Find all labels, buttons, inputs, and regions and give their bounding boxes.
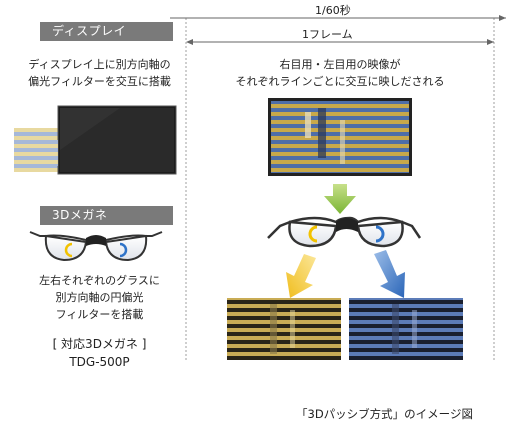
glasses-caption: 左右それぞれのグラスに 別方向軸の円偏光 フィルターを搭載 bbox=[12, 272, 187, 323]
glasses-icon-large bbox=[267, 216, 422, 248]
yellow-arrow bbox=[286, 254, 316, 298]
display-caption-line-2: 偏光フィルターを交互に搭載 bbox=[28, 75, 171, 88]
frame-label: 1フレーム bbox=[302, 28, 353, 41]
center-screen bbox=[268, 98, 412, 176]
left-eye-image bbox=[227, 298, 341, 360]
figure-caption: 「3Dパッシブ方式」のイメージ図 bbox=[296, 407, 473, 421]
glasses-icon-small bbox=[29, 231, 163, 262]
frame-description-line-1: 右目用・左目用の映像が bbox=[279, 58, 401, 71]
display-section-header: ディスプレイ bbox=[40, 22, 173, 41]
frame-description-line-2: それぞれラインごとに交互に映しだされる bbox=[235, 75, 445, 88]
display-illustration bbox=[14, 105, 177, 175]
glasses-caption-line-1: 左右それぞれのグラスに bbox=[39, 274, 160, 287]
blue-arrow bbox=[374, 250, 405, 298]
display-caption-line-1: ディスプレイ上に別方向軸の bbox=[28, 58, 171, 71]
timing-brackets bbox=[170, 15, 506, 360]
frame-description: 右目用・左目用の映像が それぞれラインごとに交互に映しだされる bbox=[230, 56, 450, 90]
glasses-caption-line-2: 別方向軸の円偏光 bbox=[55, 291, 144, 304]
period-label: 1/60秒 bbox=[315, 4, 351, 17]
glasses-section-header: 3Dメガネ bbox=[40, 206, 173, 225]
compatible-glasses-label: [ 対応3Dメガネ ] bbox=[52, 337, 147, 351]
right-eye-image bbox=[349, 298, 463, 360]
glasses-caption-line-3: フィルターを搭載 bbox=[55, 308, 144, 321]
green-arrow bbox=[324, 184, 356, 214]
display-caption: ディスプレイ上に別方向軸の 偏光フィルターを交互に搭載 bbox=[12, 56, 187, 90]
glasses-model-number: TDG-500P bbox=[69, 355, 130, 369]
